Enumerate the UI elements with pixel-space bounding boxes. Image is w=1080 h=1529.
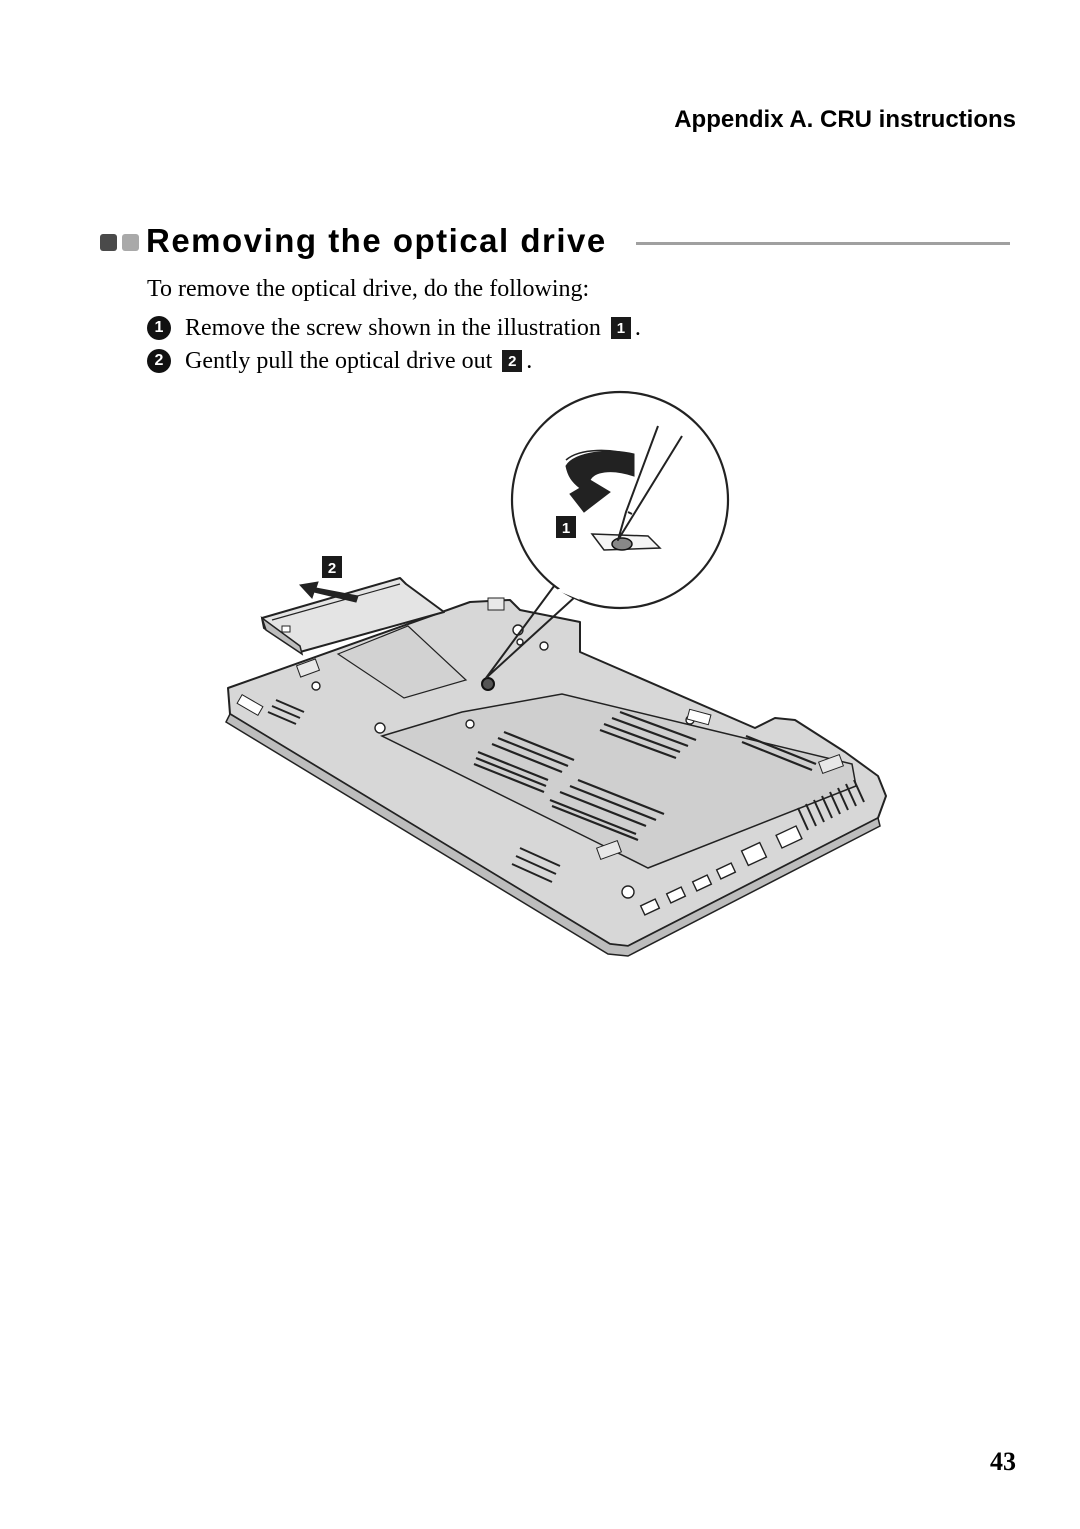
step-2-number: 2 (147, 349, 171, 373)
section-title: Removing the optical drive (146, 222, 607, 259)
step-1-suffix: . (634, 314, 641, 341)
rubber-foot (595, 839, 623, 861)
heading-bullet-light (122, 234, 139, 251)
rubber-foot (295, 658, 321, 678)
optical-drive-eject-button (281, 625, 291, 633)
figure-callout-1-label: 1 (562, 520, 570, 537)
step-1-number: 1 (147, 316, 171, 340)
step-2-suffix: . (526, 347, 533, 374)
vent-grille-left (473, 730, 575, 794)
side-ports (639, 825, 803, 916)
speaker-grille-left (267, 699, 305, 725)
rotation-arrow-outline (565, 449, 635, 461)
pull-arrow (299, 581, 359, 603)
release-latch (686, 708, 712, 726)
vent-grille-center (549, 778, 665, 842)
front-latch (236, 693, 264, 717)
screw-head (611, 537, 633, 551)
magnifier-circle (510, 390, 730, 610)
step-2-callout: 2 (502, 350, 523, 372)
step-1: 1 Remove the screw shown in the illustra… (147, 313, 641, 343)
optical-drive-bezel (260, 615, 304, 656)
running-head: Appendix A. CRU instructions (674, 106, 1016, 133)
section-heading: Removing the optical drive (100, 222, 1010, 264)
vent-grille-right (599, 710, 817, 772)
step-2: 2 Gently pull the optical drive out 2 . (147, 346, 532, 376)
speaker-grille-right (511, 847, 561, 883)
step-1-callout: 1 (610, 317, 631, 339)
screwdriver (617, 425, 683, 541)
magnifier-pointer-cover (556, 585, 580, 600)
rubber-foot (817, 753, 845, 775)
figure-callout-1: 1 (556, 516, 576, 538)
page-number: 43 (990, 1447, 1016, 1476)
heading-rule (636, 242, 1010, 245)
figure-callout-2-label: 2 (328, 560, 336, 577)
laptop-side-edge (225, 712, 881, 957)
laptop-illustration: 2 1 (225, 390, 887, 957)
figure-callout-2: 2 (322, 556, 342, 578)
side-vent (797, 779, 865, 831)
rotation-arrow-icon (565, 450, 635, 513)
heading-bullet-dark (100, 234, 117, 251)
intro-text: To remove the optical drive, do the foll… (147, 276, 590, 302)
step-2-text: Gently pull the optical drive out (185, 347, 493, 374)
magnifier-pointer (485, 577, 577, 679)
optical-drive-rail (271, 583, 401, 621)
step-1-text: Remove the screw shown in the illustrati… (185, 314, 601, 341)
target-screw (481, 677, 495, 691)
optical-drive (261, 577, 445, 653)
access-cover (336, 625, 468, 699)
rubber-foot (487, 597, 505, 611)
